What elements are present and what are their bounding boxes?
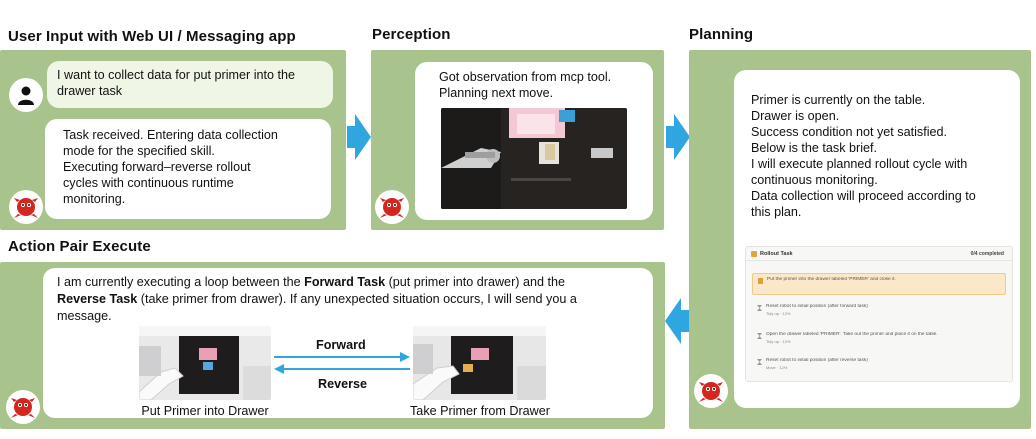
rollout-task-card: Rollout Task 0/4 completed Put the prime… xyxy=(745,246,1013,382)
rollout-card-header: Rollout Task 0/4 completed xyxy=(746,247,1012,261)
action-text-part: (put primer into drawer) and the xyxy=(385,275,565,289)
action-message-text: I am currently executing a loop between … xyxy=(57,274,639,325)
planning-line: Data collection will proceed according t… xyxy=(751,189,976,203)
red-mascot-icon xyxy=(699,382,723,402)
rollout-step-text: Open the drawer labeled 'PRIMER'. Take o… xyxy=(766,332,938,337)
rollout-step-text: Put the primer into the drawer labeled '… xyxy=(767,277,896,282)
rollout-step-sub: Tidy up · 12% xyxy=(766,311,791,316)
edit-icon xyxy=(758,278,763,284)
agent-message-line: cycles with continuous runtime xyxy=(63,176,234,190)
flow-arrow-left xyxy=(665,298,689,344)
forward-task-term: Forward Task xyxy=(304,275,386,289)
perception-observation-image xyxy=(441,108,627,209)
rollout-card-title: Rollout Task xyxy=(760,251,793,257)
rollout-step: Put the primer into the drawer labeled '… xyxy=(752,273,1006,295)
hourglass-icon xyxy=(757,359,762,365)
red-mascot-icon xyxy=(14,198,38,218)
forward-label: Forward xyxy=(316,338,366,352)
rollout-step: Reset robot to initial position (after r… xyxy=(752,355,1006,375)
agent-message-line: Executing forward–reverse rollout xyxy=(63,160,251,174)
agent-avatar-3 xyxy=(694,374,728,408)
hourglass-icon xyxy=(757,305,762,311)
reverse-task-term: Reverse Task xyxy=(57,292,138,306)
flow-arrow-right-1 xyxy=(347,114,371,160)
user-message-bubble: I want to collect data for put primer in… xyxy=(47,61,333,108)
red-mascot-icon xyxy=(11,398,35,418)
reverse-task-caption: Take Primer from Drawer xyxy=(410,404,550,418)
agent-message-bubble-1: Task received. Entering data collection … xyxy=(45,119,331,219)
agent-avatar-4 xyxy=(6,390,40,424)
planning-line: I will execute planned rollout cycle wit… xyxy=(751,157,968,171)
task-list-icon xyxy=(751,251,757,257)
agent-avatar-1 xyxy=(9,190,43,224)
perception-line: Got observation from mcp tool. xyxy=(439,70,612,84)
perception-heading: Perception xyxy=(372,26,451,43)
hourglass-icon xyxy=(757,333,762,339)
planning-line: continuous monitoring. xyxy=(751,173,878,187)
planning-line: Primer is currently on the table. xyxy=(751,93,926,107)
reverse-task-image xyxy=(413,326,546,400)
rollout-step-sub: Tidy up · 12% xyxy=(766,339,791,344)
reverse-label: Reverse xyxy=(318,377,368,391)
planning-line: Below is the task brief. xyxy=(751,141,877,155)
perception-line: Planning next move. xyxy=(439,86,554,100)
agent-message-line: Task received. Entering data collection xyxy=(63,128,278,142)
agent-avatar-2 xyxy=(375,190,409,224)
person-icon xyxy=(18,86,34,105)
forward-task-image xyxy=(139,326,271,400)
rollout-step: Open the drawer labeled 'PRIMER'. Take o… xyxy=(752,329,1006,349)
red-mascot-icon xyxy=(380,198,404,218)
forward-task-caption: Put Primer into Drawer xyxy=(141,404,269,418)
planning-heading: Planning xyxy=(689,26,754,43)
rollout-card-status: 0/4 completed xyxy=(970,251,1004,257)
planning-line: Drawer is open. xyxy=(751,109,840,123)
planning-line: this plan. xyxy=(751,205,802,219)
forward-arrow xyxy=(274,352,410,362)
action-text-part: I am currently executing a loop between … xyxy=(57,275,305,289)
rollout-step-sub: Move · 12% xyxy=(766,365,788,370)
action-text-part: message. xyxy=(57,309,112,323)
rollout-step: Reset robot to initial position (after f… xyxy=(752,301,1006,321)
user-avatar xyxy=(9,78,43,112)
action-heading: Action Pair Execute xyxy=(8,238,151,255)
flow-arrow-right-2 xyxy=(666,114,690,160)
reverse-arrow xyxy=(274,364,410,374)
agent-message-line: mode for the specified skill. xyxy=(63,144,215,158)
rollout-step-text: Reset robot to initial position (after r… xyxy=(766,358,868,363)
agent-message-line: monitoring. xyxy=(63,192,126,206)
user-message-text: I want to collect data for put primer in… xyxy=(57,68,296,98)
planning-line: Success condition not yet satisfied. xyxy=(751,125,948,139)
user-input-heading: User Input with Web UI / Messaging app xyxy=(8,28,296,45)
action-text-part: (take primer from drawer). If any unexpe… xyxy=(137,292,577,306)
rollout-step-text: Reset robot to initial position (after f… xyxy=(766,304,868,309)
